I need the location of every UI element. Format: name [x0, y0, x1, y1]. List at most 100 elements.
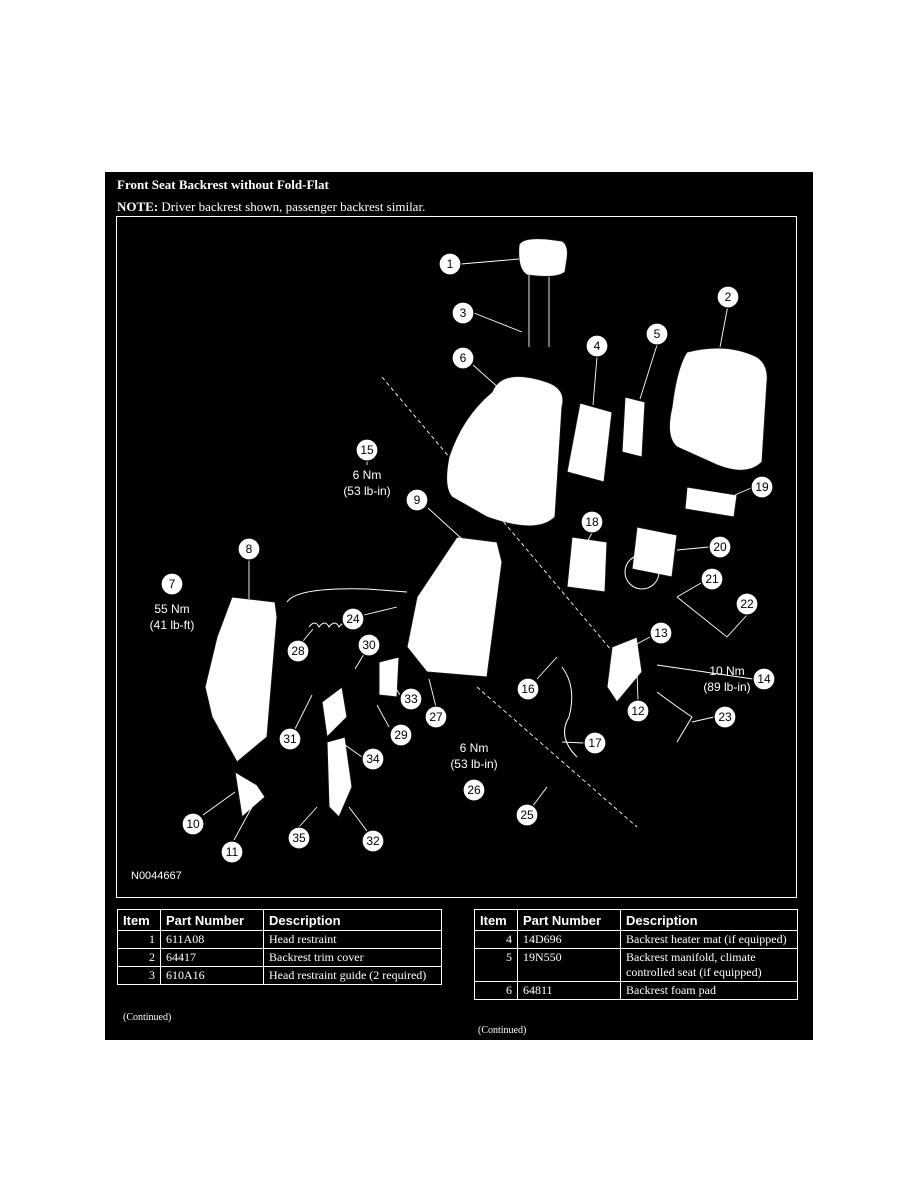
callout-15: 15 — [355, 438, 379, 465]
svg-text:4: 4 — [594, 339, 601, 353]
description-cell: Backrest heater mat (if equipped) — [620, 930, 798, 949]
head-restraint — [518, 238, 568, 347]
torque-7-line2: (41 lb-ft) — [150, 618, 195, 632]
callout-31: 31 — [278, 694, 313, 751]
trim-cover — [668, 347, 768, 471]
callout-7: 7 — [160, 572, 184, 596]
part-number-cell: 14D696 — [517, 930, 621, 949]
callout-1: 1 — [438, 252, 520, 276]
backrest-foam-pad — [446, 375, 564, 527]
description-cell: Backrest trim cover — [263, 948, 442, 967]
figure-title: Front Seat Backrest without Fold-Flat — [117, 177, 329, 192]
svg-text:17: 17 — [588, 736, 602, 750]
table-row: 1 611A08 Head restraint — [117, 930, 442, 949]
table-row: 3 610A16 Head restraint guide (2 require… — [117, 966, 442, 985]
callout-6: 6 — [451, 346, 501, 390]
table-row: 5 19N550 Backrest manifold, climate cont… — [474, 948, 798, 982]
torque-14-line2: (89 lb-in) — [703, 680, 750, 694]
item-cell: 2 — [117, 948, 161, 967]
svg-text:29: 29 — [394, 728, 408, 742]
callout-9: 9 — [405, 488, 463, 540]
exploded-view-svg: 6 Nm (53 lb-in) 55 Nm (41 lb-ft) 10 Nm (… — [150, 238, 776, 864]
description-cell: Backrest manifold, climate controlled se… — [620, 948, 798, 982]
callout-30: 30 — [354, 633, 381, 670]
part-number-cell: 64417 — [160, 948, 264, 967]
table-header: Item Part Number Description — [474, 909, 798, 931]
torque-14-line1: 10 Nm — [709, 664, 744, 678]
svg-text:30: 30 — [362, 638, 376, 652]
callout-33: 33 — [391, 681, 423, 711]
torque-26-line1: 6 Nm — [460, 741, 489, 755]
callout-29: 29 — [376, 704, 413, 747]
table-row: 6 64811 Backrest foam pad — [474, 981, 798, 1000]
callout-26: 26 — [462, 778, 486, 802]
svg-text:1: 1 — [447, 257, 454, 271]
part-number-cell: 611A08 — [160, 930, 264, 949]
description-cell: Backrest foam pad — [620, 981, 798, 1000]
svg-text:23: 23 — [718, 710, 732, 724]
svg-text:8: 8 — [246, 542, 253, 556]
svg-text:12: 12 — [631, 704, 645, 718]
side-frame — [204, 596, 278, 763]
item-cell: 4 — [474, 930, 518, 949]
svg-text:15: 15 — [360, 443, 374, 457]
callout-28: 28 — [286, 628, 314, 663]
svg-text:22: 22 — [740, 597, 754, 611]
svg-text:19: 19 — [755, 480, 769, 494]
note-text: Driver backrest shown, passenger backres… — [158, 199, 426, 214]
col-description: Description — [620, 909, 798, 931]
col-part-number: Part Number — [517, 909, 621, 931]
svg-text:26: 26 — [467, 783, 481, 797]
svg-text:10: 10 — [186, 817, 200, 831]
svg-text:16: 16 — [521, 682, 535, 696]
callout-16: 16 — [516, 656, 558, 701]
callout-4: 4 — [585, 334, 609, 406]
item-cell: 3 — [117, 966, 161, 985]
callout-22: 22 — [726, 592, 759, 638]
parts-table-left: Item Part Number Description 1 611A08 He… — [117, 909, 442, 985]
description-cell: Head restraint guide (2 required) — [263, 966, 442, 985]
parts-table-right: Item Part Number Description 4 14D696 Ba… — [474, 909, 798, 1000]
figure-note: NOTE: Driver backrest shown, passenger b… — [117, 199, 425, 215]
svg-text:20: 20 — [713, 540, 727, 554]
callout-18: 18 — [580, 510, 604, 543]
table-row: 4 14D696 Backrest heater mat (if equippe… — [474, 930, 798, 949]
callout-24: 24 — [341, 606, 398, 631]
table-row: 2 64417 Backrest trim cover — [117, 948, 442, 967]
col-description: Description — [263, 909, 442, 931]
callout-5: 5 — [639, 322, 669, 400]
lumbar-springs — [566, 486, 738, 593]
continued-note: (Continued) — [478, 1025, 527, 1036]
item-cell: 5 — [474, 948, 518, 982]
svg-text:27: 27 — [429, 710, 443, 724]
svg-text:35: 35 — [292, 831, 306, 845]
callout-12: 12 — [626, 671, 650, 723]
part-number-cell: 64811 — [517, 981, 621, 1000]
callout-19: 19 — [734, 475, 774, 499]
svg-text:33: 33 — [404, 692, 418, 706]
callout-13: 13 — [634, 621, 673, 646]
note-label: NOTE: — [117, 199, 159, 214]
svg-text:21: 21 — [705, 572, 719, 586]
callout-11: 11 — [220, 806, 253, 864]
cables-and-wires — [234, 376, 728, 828]
seat-frame — [406, 536, 503, 678]
figure-id: N0044667 — [131, 870, 182, 882]
callout-25: 25 — [515, 786, 548, 827]
col-item: Item — [474, 909, 518, 931]
callout-10: 10 — [181, 791, 236, 836]
torque-7-line1: 55 Nm — [154, 602, 189, 616]
svg-text:25: 25 — [520, 808, 534, 822]
col-part-number: Part Number — [160, 909, 264, 931]
exploded-view-diagram: 6 Nm (53 lb-in) 55 Nm (41 lb-ft) 10 Nm (… — [116, 216, 797, 898]
svg-text:24: 24 — [346, 612, 360, 626]
part-number-cell: 610A16 — [160, 966, 264, 985]
svg-text:28: 28 — [291, 644, 305, 658]
callout-17: 17 — [561, 731, 607, 755]
svg-text:6: 6 — [460, 351, 467, 365]
torque-26-line2: (53 lb-in) — [450, 757, 497, 771]
svg-text:3: 3 — [460, 306, 467, 320]
figure-panel: Front Seat Backrest without Fold-Flat NO… — [105, 172, 813, 1040]
svg-text:34: 34 — [366, 752, 380, 766]
continued-note: (Continued) — [123, 1012, 172, 1023]
